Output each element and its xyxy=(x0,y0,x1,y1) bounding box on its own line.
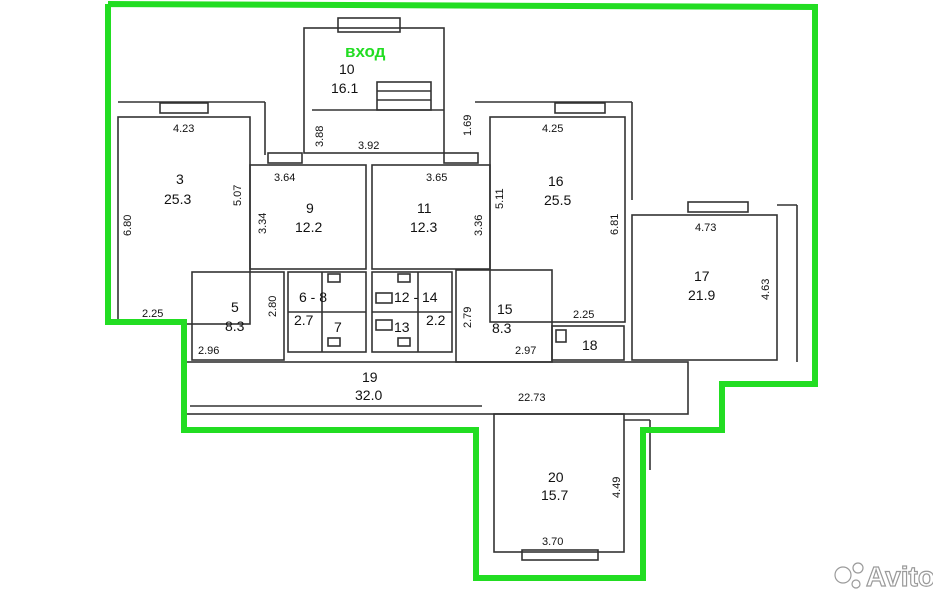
room-number: 3 xyxy=(176,171,184,187)
dimension: 3.88 xyxy=(314,126,326,147)
room-number: 9 xyxy=(306,200,314,216)
small-room-label: 6 - 8 xyxy=(299,289,327,305)
room-area: 25.5 xyxy=(544,192,571,208)
room-number: 16 xyxy=(548,173,564,189)
dimension: 4.63 xyxy=(760,279,772,300)
small-room-area: 2.2 xyxy=(426,312,446,328)
dimension: 22.73 xyxy=(518,392,546,404)
room-number: 19 xyxy=(362,369,378,385)
room-area: 32.0 xyxy=(355,387,382,403)
dimension: 4.49 xyxy=(611,477,623,498)
dimension: 6.81 xyxy=(609,214,621,235)
room-number: 17 xyxy=(694,268,710,284)
property-outline xyxy=(105,1,818,581)
dimension: 5.07 xyxy=(232,185,244,206)
room-number: 5 xyxy=(231,299,239,315)
dimension: 6.80 xyxy=(122,215,134,236)
room-number: 20 xyxy=(548,469,564,485)
dimension: 2.80 xyxy=(267,296,279,317)
dimension-labels: 4.23 6.80 5.07 2.25 3.88 3.92 1.69 3.64 … xyxy=(122,115,772,548)
room-number: 15 xyxy=(497,301,513,317)
avito-watermark: Avito xyxy=(834,560,933,593)
small-room-label: 13 xyxy=(394,319,410,335)
small-room-label: 7 xyxy=(334,319,342,335)
room-labels: 10 16.1 3 25.3 9 12.2 11 12.3 16 25.5 17… xyxy=(164,61,715,503)
svg-text:Avito: Avito xyxy=(866,561,933,592)
dimension: 3.36 xyxy=(473,215,485,236)
dimension: 2.25 xyxy=(573,309,594,321)
room-area: 12.2 xyxy=(295,219,322,235)
room-number: 11 xyxy=(417,200,432,216)
dimension: 2.79 xyxy=(462,307,474,328)
room-area: 8.3 xyxy=(492,320,512,336)
dimension: 1.69 xyxy=(462,115,474,136)
dimension: 3.70 xyxy=(542,536,563,548)
dimension: 3.64 xyxy=(274,172,295,184)
walls xyxy=(117,17,798,561)
dimension: 2.96 xyxy=(198,345,219,357)
small-room-area: 2.7 xyxy=(294,312,314,328)
room-area: 16.1 xyxy=(331,80,358,96)
dimension: 3.34 xyxy=(257,213,269,234)
avito-logo-icon xyxy=(834,566,852,584)
dimension: 4.23 xyxy=(173,123,194,135)
room-number: 10 xyxy=(339,61,355,77)
small-room-label: 12 - 14 xyxy=(394,289,438,305)
entrance-label: вход xyxy=(345,42,386,61)
dimension: 4.73 xyxy=(695,222,716,234)
room-area: 25.3 xyxy=(164,191,191,207)
room-area: 15.7 xyxy=(541,487,568,503)
dimension: 3.65 xyxy=(426,172,447,184)
dimension: 5.11 xyxy=(494,188,506,209)
dimension: 3.92 xyxy=(358,140,379,152)
dimension: 2.25 xyxy=(142,308,163,320)
dimension: 4.25 xyxy=(542,123,563,135)
small-room-label: 18 xyxy=(582,337,598,353)
room-area: 8.3 xyxy=(225,318,245,334)
room-area: 12.3 xyxy=(410,219,437,235)
dimension: 2.97 xyxy=(515,345,536,357)
room-area: 21.9 xyxy=(688,287,715,303)
